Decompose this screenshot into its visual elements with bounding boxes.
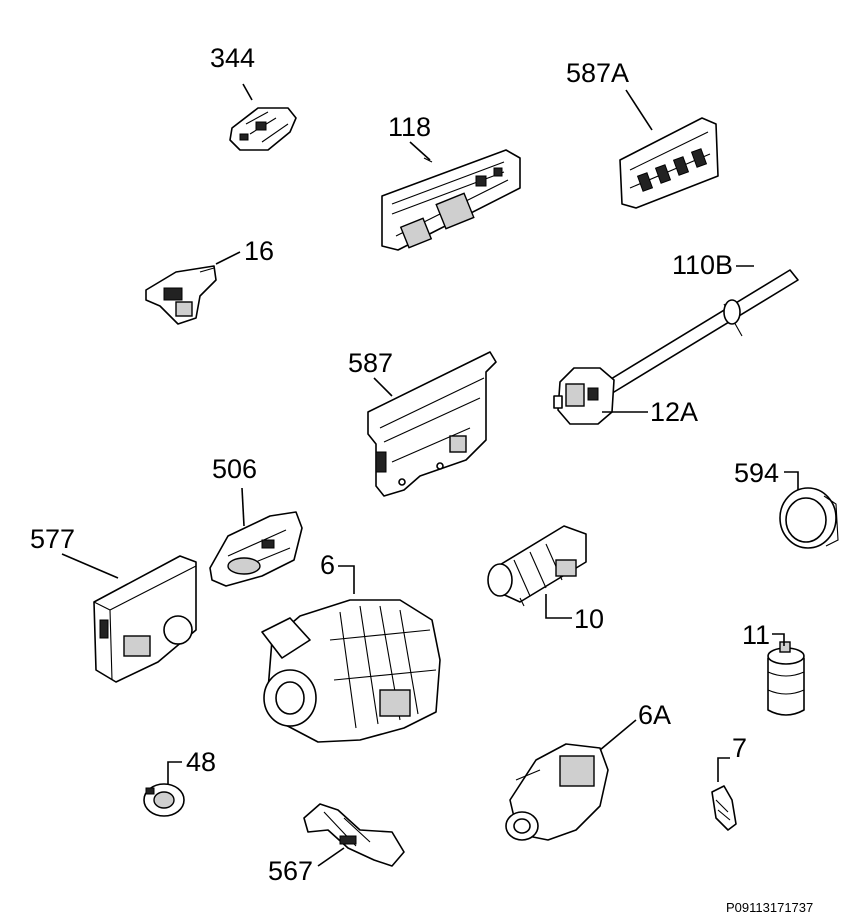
leader-594 (784, 471, 799, 490)
label-6: 6 (320, 550, 335, 580)
label-6A: 6A (638, 700, 671, 730)
leader-567 (317, 847, 345, 867)
part-587A-connector-board (619, 117, 719, 209)
label-48: 48 (186, 747, 216, 777)
leader-11 (772, 633, 785, 646)
part-6A-drain-pump (505, 743, 609, 841)
leader-118 (409, 141, 431, 161)
leader-7 (717, 757, 730, 782)
part-11-capacitor (767, 641, 805, 716)
leader-48 (167, 761, 182, 784)
part-110B-tube (605, 269, 799, 393)
leader-6A (599, 719, 637, 751)
part-577-module (93, 555, 197, 683)
part-587-bracket (367, 351, 497, 497)
part-506-cover (209, 511, 303, 587)
part-7-clip (711, 785, 737, 831)
leader-577 (61, 553, 119, 579)
label-567: 567 (268, 856, 313, 886)
diagram-reference-number: P09113171737 (726, 900, 813, 915)
label-10: 10 (574, 604, 604, 634)
part-567-bracket (303, 803, 405, 867)
label-118: 118 (388, 112, 431, 142)
part-12A-pressure-switch (553, 367, 615, 425)
label-344: 344 (210, 43, 255, 73)
label-110B: 110B (672, 250, 733, 280)
leader-344 (242, 83, 253, 101)
part-16-door-lock (145, 265, 217, 325)
leader-587A (625, 89, 653, 131)
leader-587 (373, 377, 393, 397)
leader-506 (241, 487, 245, 527)
label-506: 506 (212, 454, 257, 484)
label-587A: 587A (566, 58, 629, 88)
part-594-seal (779, 487, 839, 549)
label-577: 577 (30, 524, 75, 554)
leader-6 (338, 565, 355, 594)
leader-16 (215, 251, 241, 265)
label-12A: 12A (650, 397, 698, 427)
part-10-heater (487, 525, 587, 607)
label-594: 594 (734, 458, 779, 488)
part-344-switch (229, 107, 297, 151)
part-6-pump-motor (261, 599, 441, 743)
label-587: 587 (348, 348, 393, 378)
label-7: 7 (732, 733, 747, 763)
part-48-knob (143, 783, 185, 817)
part-118-control-board (381, 149, 521, 251)
leader-10 (545, 594, 572, 619)
label-11: 11 (742, 620, 770, 650)
label-16: 16 (244, 236, 274, 266)
